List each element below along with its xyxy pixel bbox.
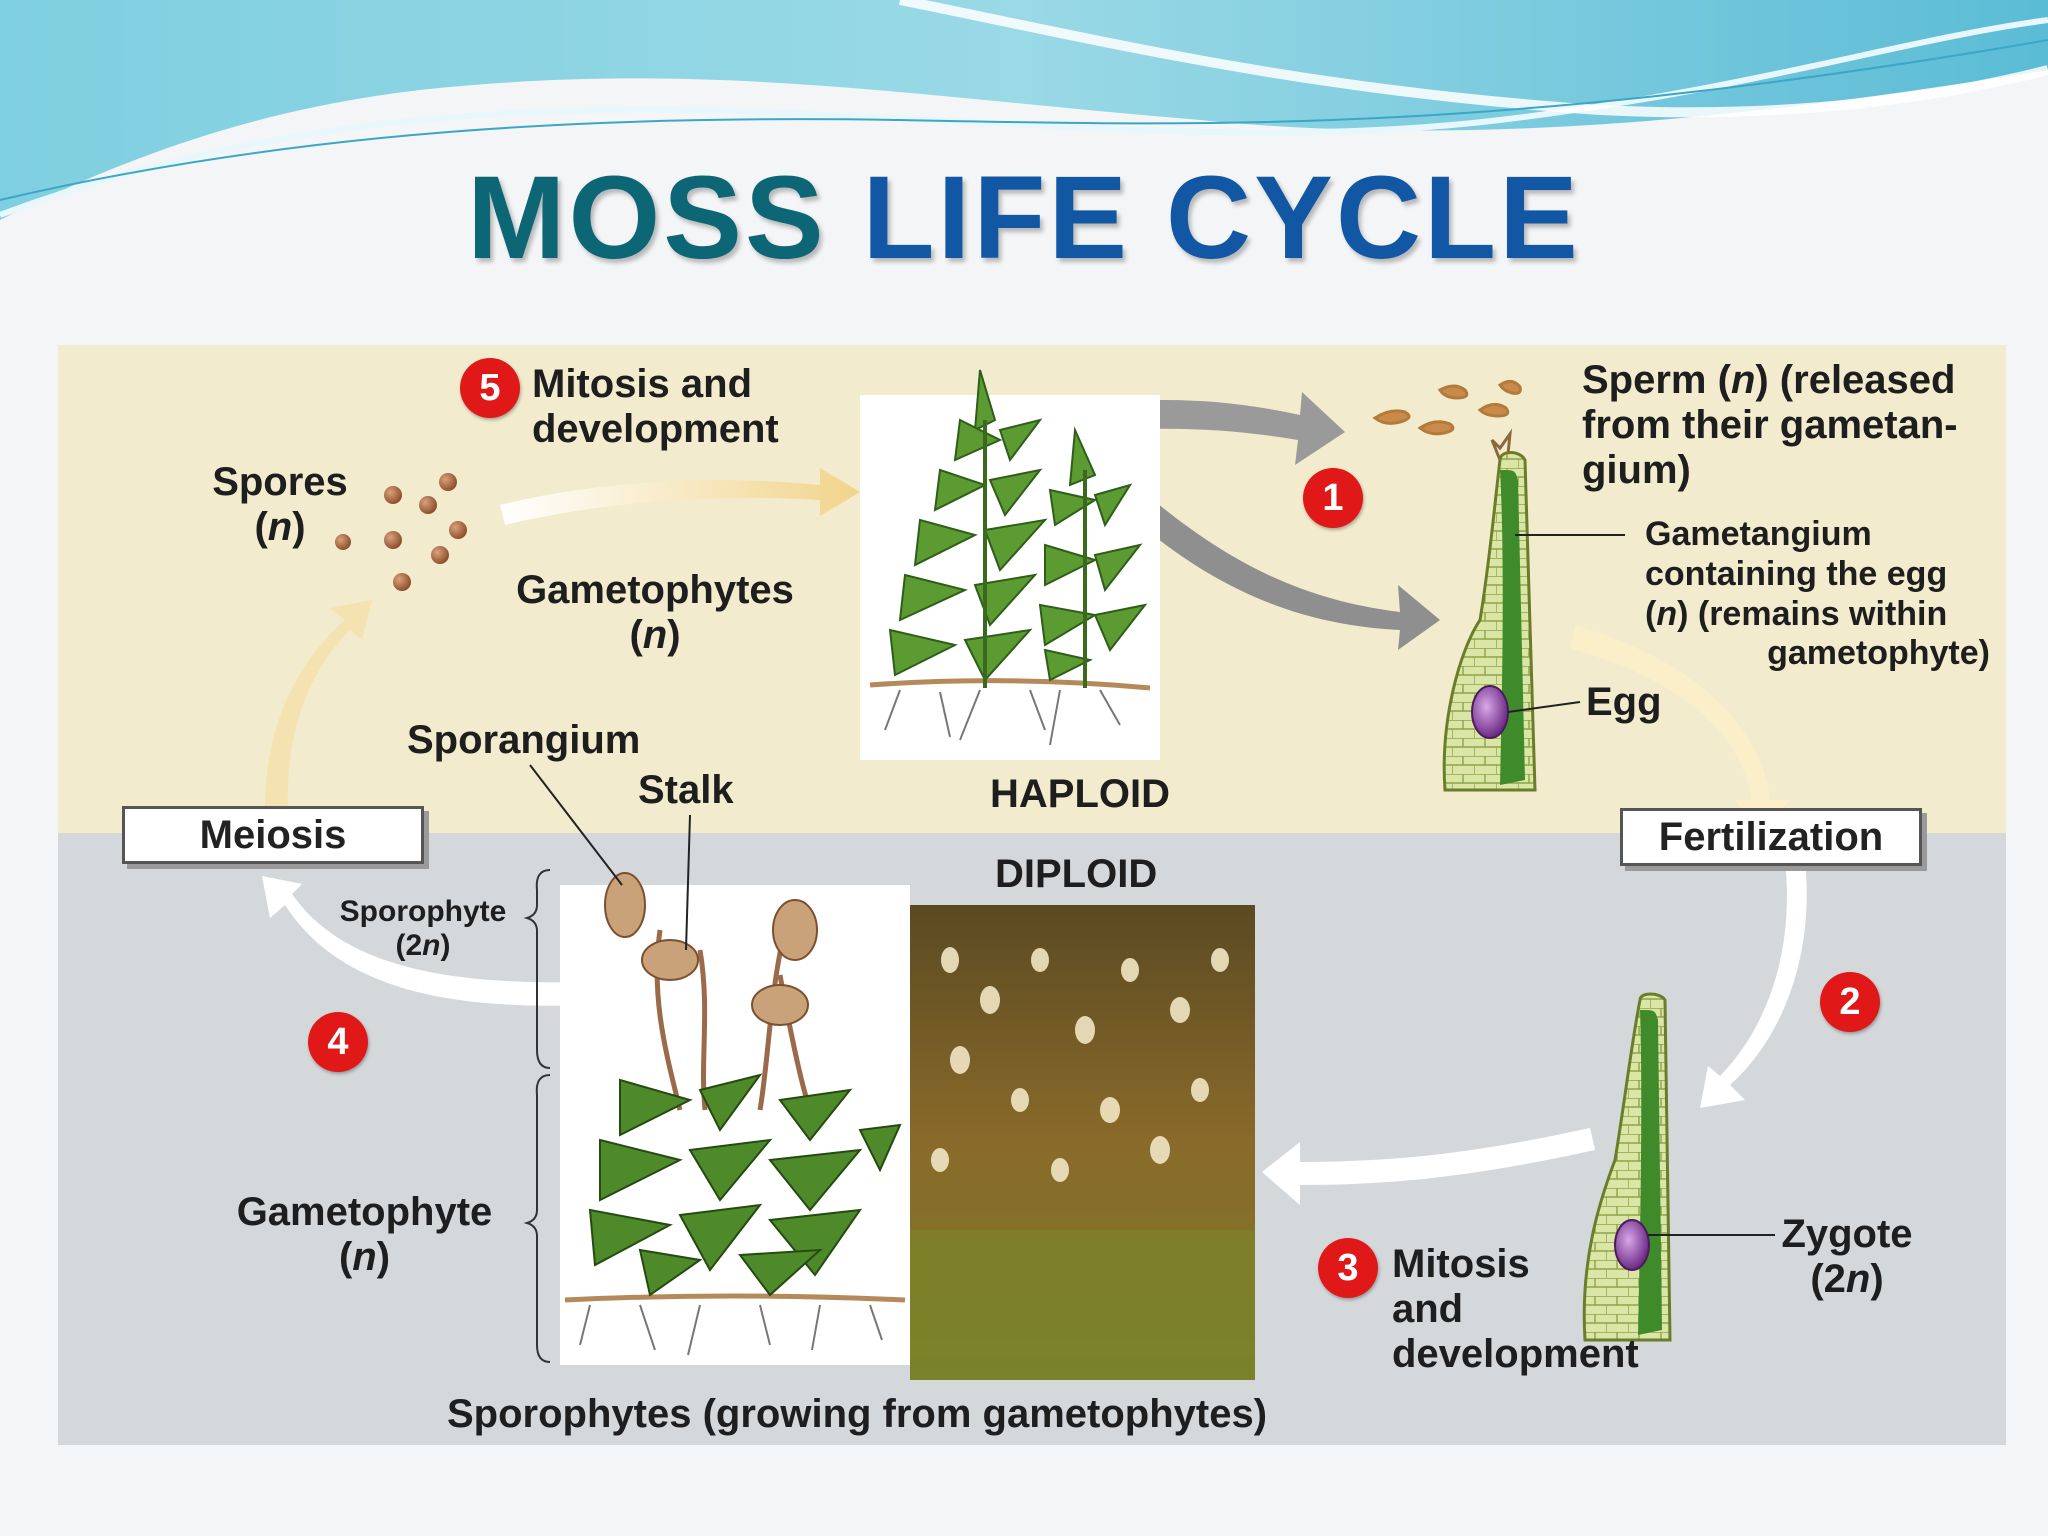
cycle-arrows: [262, 392, 1807, 1205]
gametophyte-n-close: ): [376, 1234, 391, 1279]
gametangium-n-open: (: [1645, 594, 1657, 633]
fertilization-box: Fertilization: [1620, 808, 1922, 866]
sperm-line3: gium): [1582, 447, 1691, 492]
title-word-life-cycle: LIFE CYCLE: [862, 152, 1581, 284]
gametophyte-label: Gametophyte (n): [222, 1190, 507, 1280]
slide-title: MOSS LIFE CYCLE: [0, 150, 2048, 286]
zygote-n: n: [1845, 1256, 1871, 1301]
braces: [523, 869, 551, 1363]
spores-illustration: [335, 473, 467, 591]
step-5-label-line1: Mitosis and: [532, 362, 753, 406]
zygote-2n-open: (2: [1810, 1256, 1846, 1301]
title-word-moss: MOSS: [467, 152, 827, 284]
sperm-n: n: [1730, 358, 1756, 402]
gametophytes-label-line1: Gametophytes: [516, 568, 794, 612]
gametangium-line2: containing the egg: [1645, 554, 1948, 593]
spores-n: n: [267, 504, 293, 549]
gametangium-line4: gametophyte): [1767, 634, 1990, 673]
gametophytes-n-close: ): [667, 612, 681, 657]
gametangium-egg-illustration: [1442, 428, 1625, 792]
sporophytes-caption: Sporophytes (growing from gametophytes): [447, 1392, 1268, 1436]
sperm-line1-b: ) (released: [1755, 358, 1956, 402]
step-3-badge: 3: [1318, 1238, 1378, 1298]
step-5-label-line2: development: [532, 406, 779, 451]
diploid-label: DIPLOID: [995, 852, 1158, 896]
step-5-badge: 5: [460, 358, 520, 418]
gametangium-n: n: [1656, 594, 1678, 633]
step-1-badge: 1: [1303, 468, 1363, 528]
step-2-badge: 2: [1820, 972, 1880, 1032]
sporophyte-n: n: [422, 928, 441, 962]
spores-n-open: (: [254, 504, 268, 549]
sporophyte-line1: Sporophyte: [339, 895, 507, 928]
pointer-lines: [529, 764, 691, 951]
sporophyte-2n-open: (2: [395, 928, 423, 962]
step-4-badge: 4: [308, 1012, 368, 1072]
zygote-illustration: [1582, 992, 1775, 1342]
sporophyte-label: Sporophyte (2n): [328, 895, 518, 962]
gametophytes-n: n: [642, 612, 668, 657]
gametophyte-plants-illustration: [860, 369, 1160, 760]
stalk-label: Stalk: [638, 768, 734, 812]
sperm-label: Sperm (n) (released from their gametan- …: [1582, 358, 1958, 492]
spores-label-line1: Spores: [212, 460, 348, 504]
step-3-label-line2: and: [1392, 1286, 1464, 1331]
gametophyte-n-open: (: [338, 1234, 353, 1279]
header-wave: [0, 0, 2048, 220]
step-5-label: Mitosis and development: [532, 362, 779, 452]
gametophytes-label: Gametophytes (n): [500, 568, 810, 658]
sporophyte-2n-close: ): [440, 928, 451, 962]
zygote-line1: Zygote: [1781, 1212, 1913, 1256]
step-3-label-line3: development: [1392, 1331, 1639, 1376]
sporophytes-illustration: [560, 872, 1255, 1380]
gametangium-line3-rest: ) (remains within: [1677, 594, 1948, 633]
sperm-line2: from their gametan-: [1582, 402, 1958, 447]
sperm-illustration: [1372, 380, 1522, 436]
gametophyte-line1: Gametophyte: [236, 1190, 493, 1234]
step-3-label-line1: Mitosis: [1392, 1242, 1530, 1286]
gametangium-line1: Gametangium: [1645, 515, 1872, 553]
gametophytes-n-open: (: [629, 612, 643, 657]
zygote-label: Zygote (2n): [1772, 1212, 1922, 1302]
zygote-2n-close: ): [1870, 1256, 1884, 1301]
gametophyte-n: n: [352, 1234, 377, 1279]
sporangium-label: Sporangium: [407, 718, 641, 762]
egg-label: Egg: [1586, 680, 1662, 724]
meiosis-box: Meiosis: [122, 806, 424, 864]
gametangium-label: Gametangium containing the egg (n) (rema…: [1580, 515, 1990, 674]
haploid-label: HAPLOID: [990, 772, 1170, 816]
sperm-line1-a: Sperm (: [1582, 358, 1731, 402]
spores-label: Spores (n): [195, 460, 365, 550]
spores-n-close: ): [292, 504, 306, 549]
step-3-label: Mitosis and development: [1392, 1242, 1639, 1376]
